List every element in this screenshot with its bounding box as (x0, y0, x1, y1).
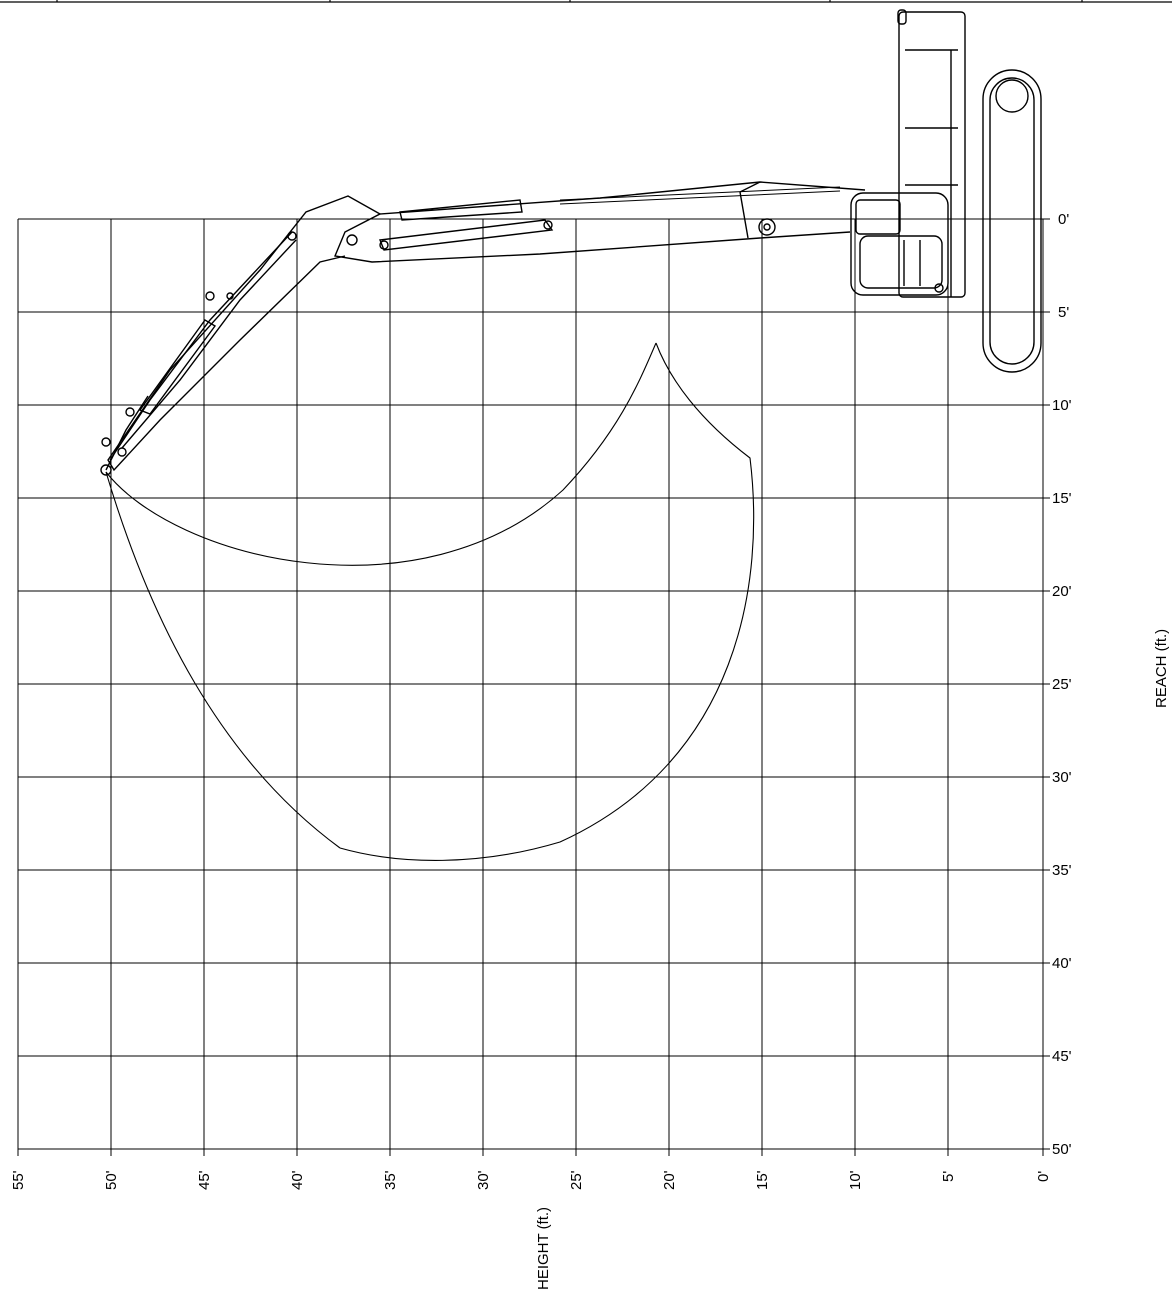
reach-tick-25: 25' (1052, 676, 1072, 693)
height-tick-20: 20' (661, 1170, 678, 1190)
height-tick-0: 0' (1035, 1171, 1052, 1182)
bucket-pin-icon (100, 464, 112, 476)
excavator-illustration (100, 9, 1042, 476)
height-tick-55: 55' (10, 1170, 27, 1190)
reach-tick-35: 35' (1052, 862, 1072, 879)
idler-wheel-icon (995, 79, 1029, 113)
reach-tick-10: 10' (1052, 397, 1072, 414)
upper-structure (898, 11, 966, 298)
reach-axis-title: REACH (ft.) (1153, 629, 1170, 708)
reach-tick-20: 20' (1052, 583, 1072, 600)
height-tick-10: 10' (847, 1170, 864, 1190)
boom-pivot-icon (758, 218, 776, 236)
tick-marks (17, 218, 1050, 1156)
grid (17, 218, 1044, 1150)
stick-arm (107, 195, 381, 472)
reach-tick-15: 15' (1052, 490, 1072, 507)
track-frame (982, 69, 1042, 373)
reach-tick-30: 30' (1052, 769, 1072, 786)
operator-cab (850, 192, 949, 296)
height-tick-45: 45' (196, 1170, 213, 1190)
height-tick-50: 50' (103, 1170, 120, 1190)
height-axis-title: HEIGHT (ft.) (535, 1207, 552, 1290)
height-tick-35: 35' (382, 1170, 399, 1190)
height-tick-25: 25' (568, 1170, 585, 1190)
reach-tick-labels: 0' 5' 10' 15' 20' 25' 30' 35' 40' 45' 50… (1052, 211, 1072, 1158)
envelope-right-curve (339, 342, 755, 861)
height-tick-40: 40' (289, 1170, 306, 1190)
boom (334, 181, 866, 263)
height-tick-30: 30' (475, 1170, 492, 1190)
height-tick-labels: 55' 50' 45' 40' 35' 30' 25' 20' 15' 10' … (10, 1170, 1052, 1190)
envelope-upper-arc (105, 342, 657, 566)
reach-tick-45: 45' (1052, 1048, 1072, 1065)
height-tick-15: 15' (754, 1170, 771, 1190)
reach-tick-50: 50' (1052, 1141, 1072, 1158)
height-tick-5: 5' (940, 1171, 957, 1182)
reach-tick-0: 0' (1058, 211, 1069, 228)
envelope-outer-curve (105, 471, 341, 849)
reach-tick-40: 40' (1052, 955, 1072, 972)
reach-tick-5: 5' (1058, 304, 1069, 321)
top-border (0, 0, 1172, 3)
working-range-envelope (105, 342, 755, 861)
